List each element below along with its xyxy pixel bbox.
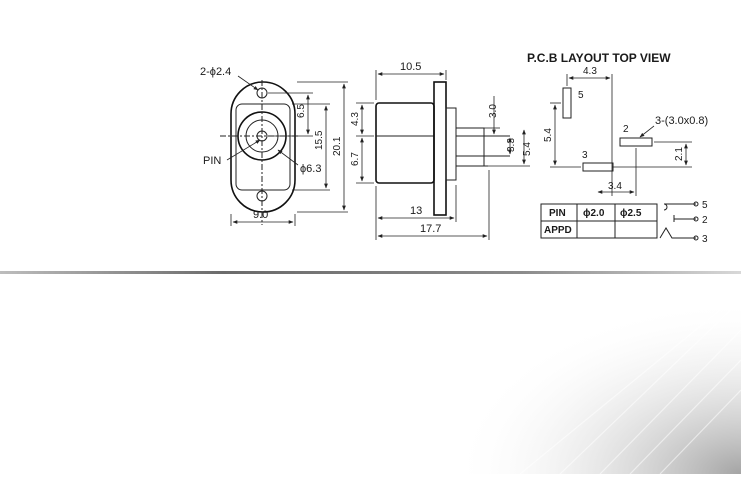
- jack-schematic: 5 2 3: [659, 200, 708, 245]
- pcb-right-dim: 2.1: [674, 147, 685, 161]
- background-glow: [420, 280, 741, 474]
- pcb-top-dim: 4.3: [583, 66, 597, 77]
- side-pin-block: [455, 127, 485, 167]
- front-body: [235, 103, 291, 191]
- pcb-slots-label: 3-(3.0x0.8): [655, 115, 708, 127]
- pcb-pin-5-label: 5: [578, 90, 584, 101]
- side-top-dim: 10.5: [400, 61, 421, 73]
- front-view: 2-ϕ2.4 PIN ϕ6.3 9.0 6.5 15.5 20.1: [200, 66, 348, 226]
- pin-table-header-d20: ϕ2.0: [583, 208, 605, 219]
- front-flange: [230, 81, 296, 213]
- pcb-layout-title: P.C.B LAYOUT TOP VIEW: [527, 51, 671, 65]
- side-body-length-dim: 13: [410, 205, 422, 217]
- pin-label: PIN: [203, 155, 221, 167]
- pcb-pad-2: [619, 137, 653, 147]
- total-height-dim: 20.1: [332, 136, 343, 156]
- side-flange: [433, 81, 447, 216]
- separator-line: [0, 271, 741, 274]
- pin-diameter-label: ϕ6.3: [300, 163, 321, 175]
- pcb-pad-3: [582, 162, 614, 172]
- pcb-pin-3-label: 3: [582, 150, 588, 161]
- hole-offset-dim: 6.5: [296, 104, 307, 118]
- side-front-dim: 4.3: [350, 112, 361, 126]
- light-streaks: [519, 299, 741, 475]
- side-pin-offset-dim: 3.0: [488, 104, 499, 118]
- schematic-pin-5: 5: [702, 200, 708, 211]
- front-width-dim: 9.0: [253, 209, 268, 221]
- side-side-dim: 5.4: [522, 142, 533, 156]
- pcb-bottom-dim: 3.4: [608, 181, 622, 192]
- side-body: [375, 102, 435, 184]
- side-collar: [445, 107, 457, 181]
- pin-table-header-pin: PIN: [549, 208, 566, 219]
- pcb-pad-5: [562, 87, 572, 119]
- side-pin-spacing-dim: 3.3: [506, 138, 517, 152]
- pin-table: PIN ϕ2.0 ϕ2.5 APPD: [540, 203, 658, 239]
- body-height-dim: 15.5: [314, 130, 325, 150]
- side-view: 10.5 4.3 6.7 3.0 3.3 5.4 13 17.7: [350, 61, 533, 240]
- pcb-layout: P.C.B LAYOUT TOP VIEW 5 2 3 4.3 5.4 2.1 …: [527, 51, 708, 196]
- pin-table-row-appd: APPD: [544, 225, 572, 236]
- mount-holes-label: 2-ϕ2.4: [200, 66, 231, 78]
- pcb-left-dim: 5.4: [543, 128, 554, 142]
- pcb-pin-2-label: 2: [623, 124, 629, 135]
- side-lower-dim: 6.7: [350, 152, 361, 166]
- pin-table-header-d25: ϕ2.5: [620, 208, 642, 219]
- side-total-length-dim: 17.7: [420, 223, 441, 235]
- schematic-pin-2: 2: [702, 215, 708, 226]
- schematic-pin-3: 3: [702, 234, 708, 245]
